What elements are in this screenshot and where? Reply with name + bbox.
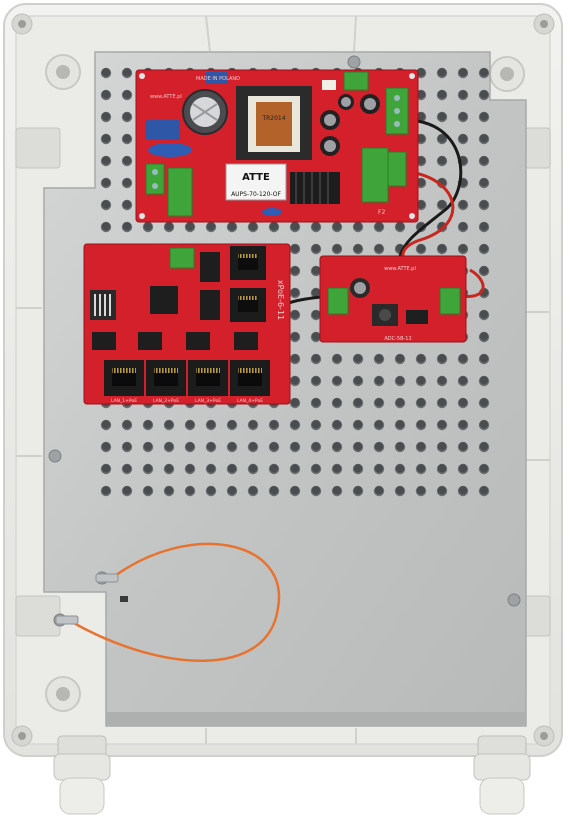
transformer: TR2014 [236,86,312,160]
transformer-label: TR2014 [261,115,285,122]
connector-header [322,80,336,90]
terminal-block [169,247,195,269]
psu-model: AUPS-70-120-OF [231,191,281,198]
cable-gland-left [53,735,111,815]
x-capacitor [146,72,282,216]
lan-port-label: LAN_4+PoE [237,398,263,404]
converter-name: ADC-5B-12 [384,336,411,342]
cable-gland-right [473,735,531,815]
terminal-block [387,151,407,187]
uplink-jack [230,246,266,280]
inductor [372,304,398,326]
lan-port-label: LAN_2+PoE [153,398,179,404]
lan-port-3 [188,360,228,396]
converter-chip [406,310,428,324]
poe-switch-board: xPoE-6-11 LAN_1+PoE LAN_2+PoE LAN_3+PoE … [83,243,291,405]
mounting-boss [45,54,81,90]
converter-website: www.ATTE.pl [384,266,416,272]
psu-brand: ATTE [242,172,270,183]
electrolytic-capacitor [320,110,340,130]
edge-rib [16,15,550,744]
dip-switch [90,290,116,320]
plate-screw [507,593,521,607]
bulk-capacitor [182,89,228,135]
poe-switch-name: xPoE-6-11 [276,280,285,320]
psu-fuse-label: F2 [378,209,385,216]
dc-converter-board: ADC-5B-12 www.ATTE.pl [319,255,467,343]
corner-screw [11,13,33,35]
board-screw [139,73,415,219]
mounting-boss [489,56,525,92]
psu-made-in: MADE IN POLAND [196,76,240,82]
terminal-block [343,71,369,91]
fuse-holder [167,167,193,217]
psu-label: ATTE AUPS-70-120-OF [225,163,287,201]
fuse-holder [361,147,389,203]
terminal-block [439,287,461,315]
lan-port-1 [104,360,144,396]
mounting-boss [45,676,81,712]
switch-chip [150,286,178,314]
heatsink [290,172,340,204]
converter-capacitor [350,278,370,298]
magnetics [200,252,220,320]
electrolytic-capacitor [320,136,340,156]
ground-wire [55,542,281,662]
terminal-block [145,163,165,195]
terminal-block [385,87,409,135]
electrolytic-capacitor [338,94,354,110]
plate-screw [347,55,361,69]
lan-port-label: LAN_3+PoE [195,398,221,404]
terminal-block [327,287,349,315]
corner-screw [533,725,555,747]
uplink-jack [230,288,266,322]
corner-screw [11,725,33,747]
corner-screw [533,13,555,35]
lan-port-2 [146,360,186,396]
side-clip [15,127,551,637]
lan-port-label: LAN_1+PoE [111,398,137,404]
plate-screw [48,449,62,463]
psu-board: TR2014 ATTE AUPS-70-120-OF [135,69,419,223]
psu-website: www.ATTE.pl [150,94,182,100]
electrolytic-capacitor [360,94,380,114]
lan-port-4 [230,360,270,396]
poe-controller [92,332,258,350]
